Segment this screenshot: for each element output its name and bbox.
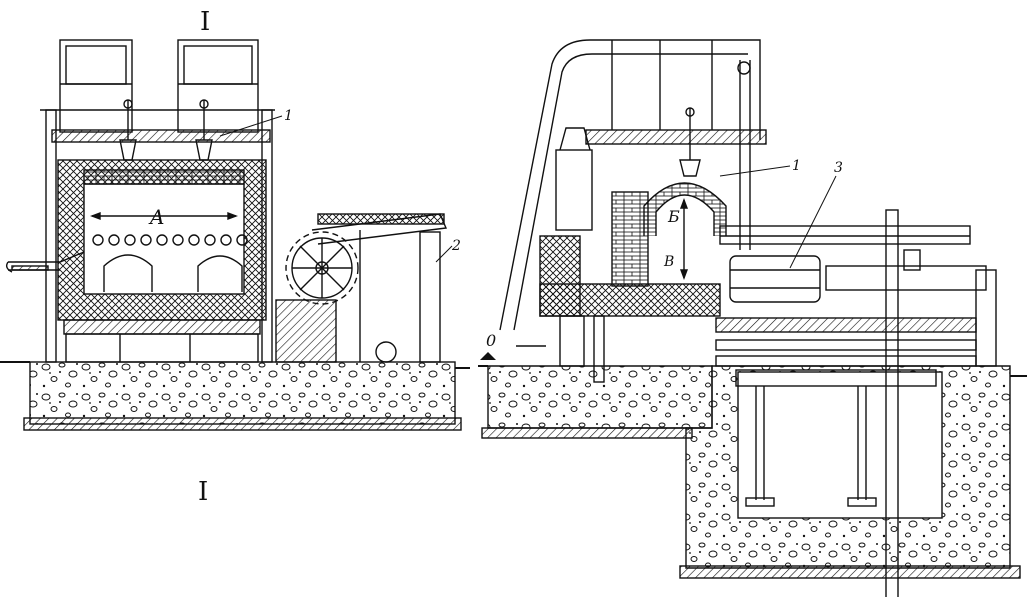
left-charging-rail bbox=[5, 251, 85, 273]
right-section-view bbox=[478, 39, 1027, 597]
right-hood bbox=[499, 39, 767, 331]
dimension-B: Б bbox=[667, 207, 680, 226]
right-foundation bbox=[478, 365, 1027, 579]
left-wheel-conveyor bbox=[275, 213, 448, 363]
dimension-A: A bbox=[148, 205, 164, 229]
dimension-V: В bbox=[663, 254, 674, 270]
callout-left-1: 1 bbox=[284, 108, 293, 124]
left-tube-row bbox=[92, 234, 248, 246]
callout-right-3: 3 bbox=[834, 160, 843, 176]
left-top-hoppers bbox=[59, 39, 259, 133]
drawing-labels: I I 1 2 A 1 3 Б В 0 bbox=[148, 7, 843, 507]
callout-right-1: 1 bbox=[792, 158, 801, 174]
left-furnace-body bbox=[57, 159, 267, 363]
section-mark-top: I bbox=[200, 7, 210, 37]
left-section-view bbox=[0, 39, 470, 431]
level-mark-0: 0 bbox=[486, 331, 496, 350]
callout-left-2: 2 bbox=[451, 238, 461, 254]
right-furnace-body bbox=[539, 107, 727, 383]
right-machinery bbox=[516, 209, 997, 597]
left-foundation bbox=[0, 361, 470, 431]
section-mark-bottom: I bbox=[198, 477, 208, 507]
